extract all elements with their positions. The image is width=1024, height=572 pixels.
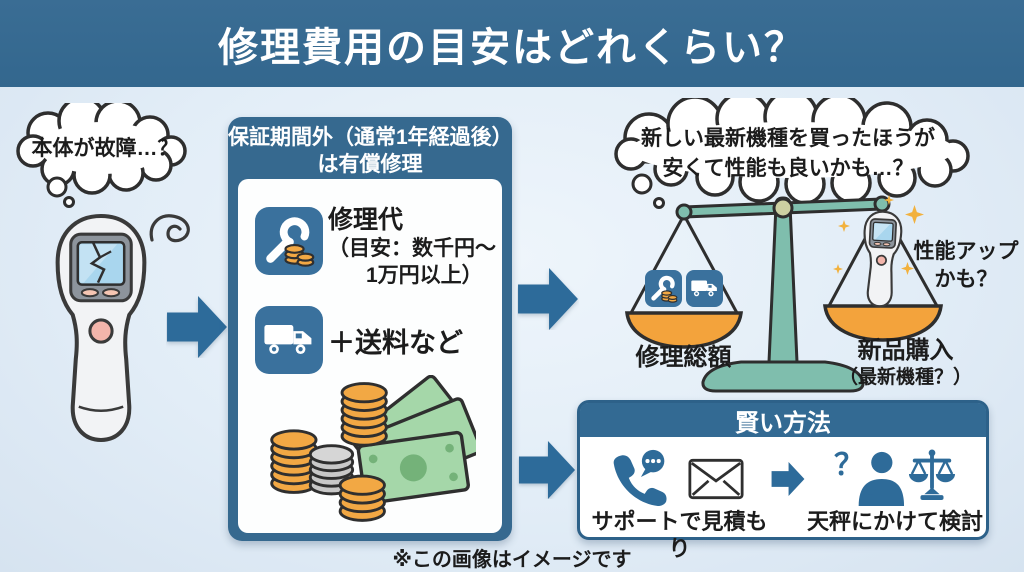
repair-fee-text: 修理代 （目安：数千円～ 1万円以上）	[328, 205, 496, 289]
justice-scale-icon	[908, 449, 956, 500]
sparkle-icon	[838, 220, 850, 232]
truck-icon	[255, 306, 323, 374]
money-illustration	[270, 375, 476, 522]
performance-note-line1: 性能アップ	[913, 240, 1019, 263]
repair-box-header-line1: 保証期間外（通常1年経過後）	[228, 126, 513, 149]
performance-note: 性能アップ かも？	[912, 238, 1020, 294]
question-mark: ？	[834, 449, 864, 482]
repair-cost-box: 保証期間外（通常1年経過後） は有償修理 修理代	[228, 117, 513, 541]
phone-chat-icon	[613, 449, 667, 506]
broken-device-thought-text: 本体が故障…？	[31, 137, 179, 160]
repair-total-label: 修理総額	[635, 344, 732, 371]
sparkle-icon	[833, 264, 843, 274]
new-thermometer-illustration	[863, 210, 903, 308]
step1-label: サポートで見積もり	[591, 509, 768, 561]
thought-cloud-icon	[16, 103, 187, 208]
repair-box-header: 保証期間外（通常1年経過後） は有償修理	[228, 124, 513, 178]
buy-new-thought-line1: 新しい最新機種を買ったほうが	[641, 127, 935, 150]
dizzy-squiggle-icon	[149, 214, 190, 243]
arrow-right-icon	[518, 441, 576, 499]
broken-thermometer-illustration	[55, 214, 147, 442]
performance-note-line2: かも？	[934, 268, 998, 291]
wrench-coins-icon	[645, 270, 682, 307]
wrench-coins-icon	[255, 207, 323, 275]
sparkle-icon	[884, 195, 894, 205]
arrow-right-icon	[771, 462, 805, 496]
step2-label: 天秤にかけて検討	[806, 509, 983, 534]
page-title: 修理費用の目安はどれくらい？	[218, 25, 806, 70]
image-disclaimer-caption: ※この画像はイメージです	[392, 549, 632, 571]
buy-new-thought-text: 新しい最新機種を買ったほうが 安くて性能も良いかも…？	[597, 124, 979, 184]
new-purchase-line2: （最新機種？）	[838, 367, 972, 388]
buy-new-thought-line2: 安くて性能も良いかも…？	[662, 157, 914, 180]
envelope-icon	[688, 458, 744, 500]
title-bar: 修理費用の目安はどれくらい？	[0, 0, 1024, 87]
sparkle-icon	[901, 262, 914, 275]
new-purchase-label: 新品購入 （最新機種？）	[823, 336, 988, 390]
repair-fee-line1: 修理代	[328, 206, 404, 234]
new-purchase-line1: 新品購入	[857, 337, 954, 364]
shipping-fee-text: ＋送料など	[328, 328, 463, 358]
sparkle-icon	[905, 205, 924, 224]
arrow-right-icon	[518, 268, 578, 330]
repair-fee-line2: （目安：数千円～	[328, 237, 496, 260]
thought-cloud-icon	[614, 98, 970, 209]
repair-box-card: 修理代 （目安：数千円～ 1万円以上） ＋送料など	[238, 179, 502, 533]
thinking-person-icon	[858, 451, 905, 506]
smart-method-header: 賢い方法	[580, 403, 986, 437]
arrow-right-icon	[167, 296, 227, 358]
repair-fee-line3: 1万円以上）	[366, 264, 483, 287]
repair-box-header-line2: は有償修理	[317, 153, 423, 176]
truck-icon	[686, 270, 723, 307]
